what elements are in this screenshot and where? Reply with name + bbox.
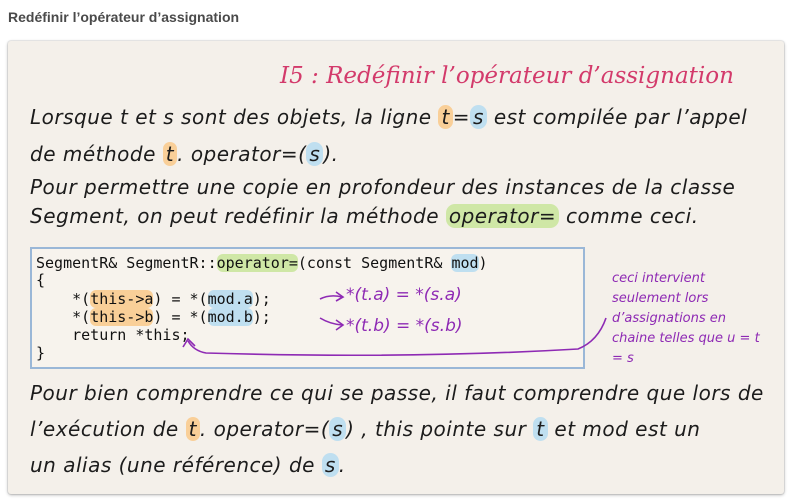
highlight-operator: operator=: [216, 254, 298, 272]
annotation-side-note: ceci intervient seulement lors d’assigna…: [612, 271, 760, 366]
code-line-4: *(this->b) = *(mod.b);: [36, 308, 271, 326]
code-line-2: {: [36, 271, 46, 289]
text: est compilée par l’appel: [493, 105, 748, 129]
code-line-1: SegmentR& SegmentR::operator=(const Segm…: [36, 254, 488, 272]
text: Lorsque t et s sont des objets, la ligne: [30, 105, 432, 129]
code-text: ): [478, 254, 488, 272]
highlight-this: this->a: [90, 290, 154, 308]
text: l’exécution de: [30, 417, 179, 441]
highlight-s: s: [329, 417, 347, 441]
slide-title: I5 : Redéfinir l’opérateur d’assignation: [280, 63, 734, 89]
text: ).: [323, 142, 339, 166]
text: =: [452, 105, 471, 129]
arrow-this: [187, 317, 607, 357]
paragraph-2-line-1: Pour permettre une copie en profondeur d…: [30, 175, 735, 199]
slide-image: I5 : Redéfinir l’opérateur d’assignation…: [8, 41, 784, 494]
highlight-t: t: [162, 142, 178, 166]
text: Pour bien comprendre ce qui se passe, il…: [30, 381, 764, 405]
text: Segment, on peut redéfinir la méthode: [30, 204, 440, 228]
text: et mod est un: [554, 417, 701, 441]
code-text: ) = *(: [153, 290, 208, 308]
highlight-t: t: [533, 417, 548, 441]
annotation-a: *(t.a) = *(s.a): [346, 285, 462, 305]
code-text: SegmentR& SegmentR::: [36, 254, 217, 272]
code-text: );: [252, 290, 271, 308]
highlight-t: t: [438, 105, 453, 129]
highlight-mod: mod.b: [207, 308, 253, 326]
highlight-s: s: [306, 142, 324, 166]
paragraph-1-line-1: Lorsque t et s sont des objets, la ligne…: [30, 105, 747, 129]
text: de méthode: [30, 142, 156, 166]
code-box: SegmentR& SegmentR::operator=(const Segm…: [30, 247, 585, 369]
code-line-6: }: [36, 344, 46, 362]
code-text: *(: [36, 308, 91, 326]
text: .: [338, 453, 346, 477]
paragraph-2-line-2: Segment, on peut redéfinir la méthode op…: [30, 204, 699, 228]
paragraph-3-line-3: un alias (une référence) de s.: [30, 453, 346, 477]
arrow-b: [319, 317, 343, 326]
arrow-b-head: [335, 319, 345, 331]
highlight-operator: operator=: [445, 204, 560, 228]
highlight-mod: mod: [451, 254, 479, 272]
code-text: *(: [36, 290, 91, 308]
code-line-5: return *this;: [36, 326, 190, 344]
arrow-a: [319, 295, 343, 300]
highlight-s: s: [470, 105, 487, 129]
text: . operator=(: [199, 417, 330, 441]
text: un alias (une référence) de: [30, 453, 315, 477]
paragraph-1-line-2: de méthode t. operator=(s).: [30, 142, 339, 166]
text: comme ceci.: [566, 204, 699, 228]
code-text: ) = *(: [153, 308, 208, 326]
text: . operator=(: [177, 142, 307, 166]
text: Pour permettre une copie en profondeur d…: [30, 175, 736, 199]
highlight-mod: mod.a: [207, 290, 253, 308]
page-heading: Redéfinir l’opérateur d’assignation: [8, 9, 240, 25]
arrow-this-head: [182, 337, 196, 348]
paragraph-3-line-1: Pour bien comprendre ce qui se passe, il…: [30, 381, 764, 405]
highlight-this: this->b: [90, 308, 154, 326]
paragraph-3-line-2: l’exécution de t. operator=(s) , this po…: [30, 417, 700, 441]
highlight-s: s: [321, 453, 339, 477]
arrow-a-head: [335, 291, 345, 302]
code-text: (const SegmentR&: [297, 254, 452, 272]
annotation-b: *(t.b) = *(s.b): [346, 316, 463, 336]
text: ) , this pointe sur: [346, 417, 527, 441]
code-text: );: [252, 308, 271, 326]
annotation-arrows: [182, 291, 607, 357]
highlight-t: t: [185, 417, 200, 441]
code-line-3: *(this->a) = *(mod.a);: [36, 290, 271, 308]
